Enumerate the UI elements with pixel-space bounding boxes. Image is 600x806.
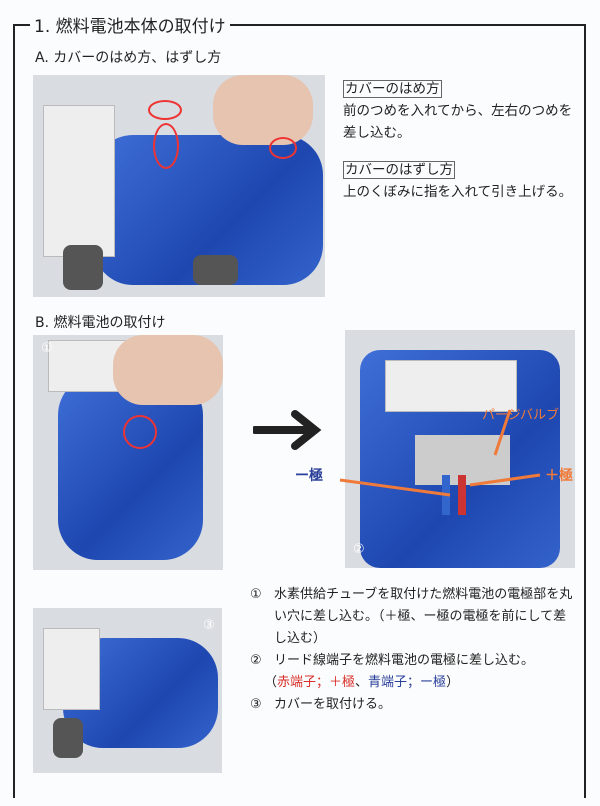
- remove-text: 上のくぼみに指を入れて引き上げる。: [343, 184, 573, 200]
- fit-text: 前のつめを入れてから、左右のつめを差し込む。: [343, 103, 573, 141]
- plus-pole-label: ＋極: [545, 468, 573, 484]
- section-a-heading: A. カバーのはめ方、はずし方: [35, 50, 222, 66]
- arrow-right-icon: [253, 410, 322, 450]
- photo-number: ③: [203, 618, 215, 633]
- purge-valve-label: パージバルブ: [482, 408, 559, 423]
- photo-step-1: ①: [33, 335, 223, 570]
- photo-number: ②: [353, 542, 365, 557]
- photo-number: ①: [41, 341, 53, 356]
- pointer-arrows: [339, 409, 541, 497]
- section-b-heading: B. 燃料電池の取付け: [35, 315, 166, 331]
- photo-cover-fitting: [33, 75, 325, 297]
- photo-step-2: ②: [345, 330, 575, 568]
- photo-step-3: ③: [33, 608, 222, 773]
- page-title: 1. 燃料電池本体の取付け: [30, 12, 230, 37]
- section-frame: [13, 24, 586, 798]
- minus-pole-label: ー極: [295, 468, 323, 484]
- step-2-note: （赤端子；＋極、青端子；ー極）: [264, 675, 460, 690]
- remove-title: カバーのはずし方: [343, 161, 455, 179]
- fit-title: カバーのはめ方: [343, 80, 442, 98]
